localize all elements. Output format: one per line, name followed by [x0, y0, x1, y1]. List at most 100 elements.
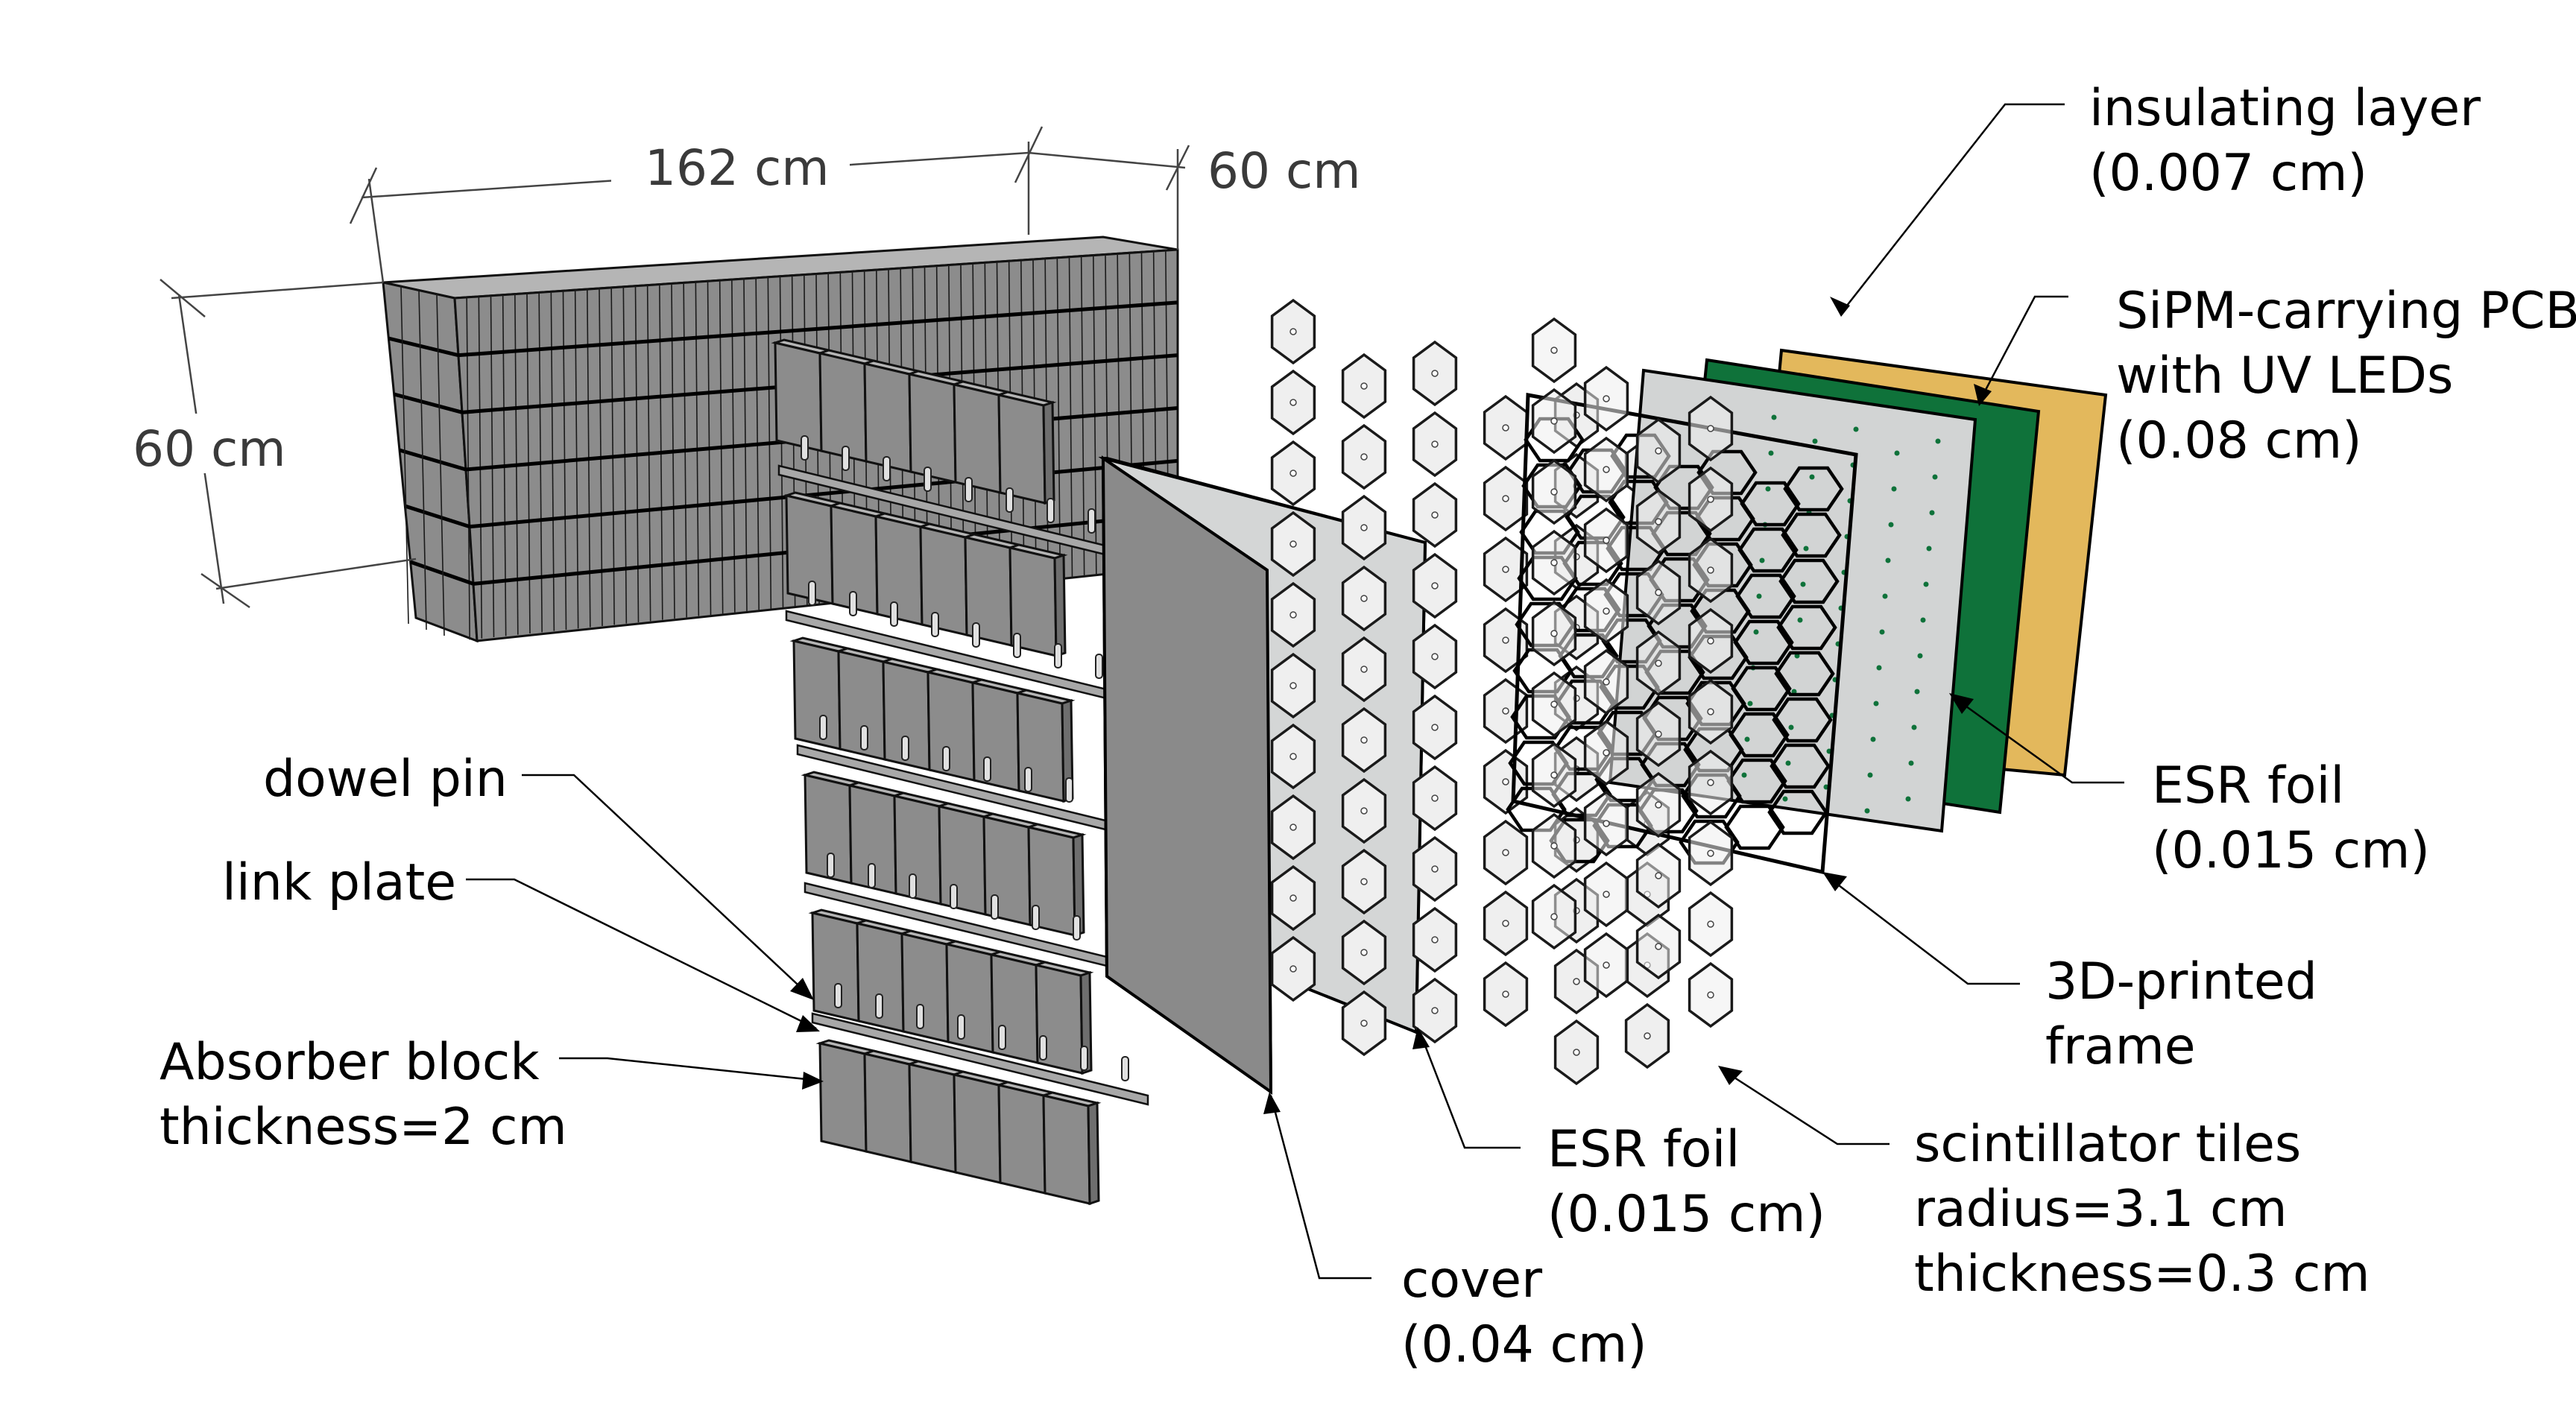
led-dot	[1923, 581, 1929, 587]
tile-hole	[1603, 607, 1610, 615]
absorber-block	[818, 352, 868, 463]
tile-hole	[1707, 566, 1714, 574]
leader-frame	[1825, 875, 2020, 985]
dowel-pin	[1065, 777, 1073, 803]
dowel-pin	[901, 736, 909, 761]
frame-cell	[1735, 573, 1796, 619]
leader-dowel-pin	[522, 774, 809, 996]
dim-label-bg	[611, 130, 850, 190]
led-dot	[1753, 629, 1759, 635]
led-dot	[1744, 736, 1750, 742]
label-esr-foil-front: ESR foil	[1547, 1120, 1740, 1179]
led-dot	[1914, 689, 1920, 695]
stack-row-line	[388, 336, 459, 358]
led-dot	[1882, 593, 1888, 599]
tile-hole	[1603, 537, 1610, 544]
led-dot	[1741, 772, 1747, 778]
arrow-icon	[1263, 1092, 1281, 1114]
tile-hole	[1289, 965, 1297, 973]
tile-hole	[1707, 991, 1714, 999]
dim-tick	[1165, 145, 1190, 191]
tile-hole	[1289, 470, 1297, 477]
led-dot	[1873, 701, 1879, 707]
dim-height-label: 60 cm	[133, 420, 286, 478]
frame-cell	[1737, 527, 1799, 573]
stack-column-line	[418, 289, 427, 630]
led-dot	[1809, 474, 1815, 480]
arrow-icon	[1412, 1027, 1430, 1049]
label-cover: cover	[1401, 1251, 1542, 1309]
tile-hole	[1431, 865, 1439, 873]
label-esr-foil-back: ESR foil	[2152, 756, 2344, 815]
dowel-pin	[1054, 643, 1062, 669]
led-dot	[1759, 557, 1765, 563]
dim-tick	[1014, 126, 1044, 183]
led-dot	[1747, 701, 1753, 707]
tile-hole	[1360, 1020, 1368, 1027]
led-dot	[1765, 486, 1771, 492]
stack-row-line	[469, 458, 1178, 529]
tile-hole	[1550, 701, 1558, 708]
dim-line-height-top	[171, 281, 384, 300]
dowel-pin	[868, 863, 876, 888]
tile-hole	[1289, 540, 1297, 548]
led-dot	[1870, 736, 1876, 742]
led-dot	[1782, 796, 1788, 802]
absorber-block	[908, 373, 957, 484]
tile-hole	[1655, 730, 1662, 738]
tile-hole	[1550, 347, 1558, 354]
frame-cell	[1696, 449, 1758, 496]
tile-hole	[1644, 1032, 1651, 1040]
frame-cell	[1778, 558, 1840, 604]
led-dot	[1867, 772, 1873, 778]
tile-hole	[1502, 990, 1509, 998]
absorber-block	[818, 1042, 868, 1153]
dowel-pin	[801, 435, 809, 461]
tile-hole	[1431, 653, 1439, 660]
tile-hole	[1707, 496, 1714, 503]
dowel-pin	[972, 622, 980, 648]
absorber-block	[926, 671, 976, 782]
tile-hole	[1707, 708, 1714, 715]
led-dot	[1797, 617, 1803, 623]
label-pcb-line1: SiPM-carrying PCB	[2116, 282, 2576, 341]
tile-hole	[1502, 920, 1509, 927]
tile-hole	[1431, 724, 1439, 731]
absorber-block	[971, 681, 1020, 792]
dowel-pin	[883, 456, 891, 481]
dowel-pin	[1073, 915, 1081, 941]
absorber-block	[1042, 1094, 1091, 1205]
tile-hole	[1502, 636, 1509, 644]
absorber-block	[792, 639, 842, 750]
leader-link-plate	[466, 878, 817, 1030]
dowel-pin	[1080, 1046, 1088, 1071]
led-dot	[1935, 438, 1941, 444]
tile-hole	[1289, 611, 1297, 619]
dowel-pin	[942, 746, 950, 771]
tile-hole	[1707, 637, 1714, 645]
absorber-block-side	[1053, 553, 1067, 658]
absorber-block	[945, 943, 994, 1054]
led-dot	[1812, 438, 1818, 444]
dimension-lines: 162 cm 60 cm 60 cm	[127, 126, 1361, 609]
dowel-pin	[834, 983, 842, 1008]
tile-hole	[1431, 936, 1439, 944]
tile-hole	[1655, 801, 1662, 809]
absorber-block	[908, 1063, 957, 1174]
dowel-pin	[827, 853, 835, 878]
tile-hole	[1550, 559, 1558, 566]
led-dot	[1853, 426, 1859, 432]
led-dot	[1756, 593, 1762, 599]
frame-cell	[1770, 743, 1831, 789]
frame-cell	[1733, 619, 1794, 666]
arrow-icon	[1949, 693, 1974, 714]
frame-cell	[1740, 481, 1801, 527]
dowel-pin	[998, 1025, 1006, 1050]
stack-column-line	[436, 293, 445, 636]
frame-cell	[1774, 651, 1835, 697]
dowel-pin	[1121, 1056, 1129, 1081]
dim-tick	[201, 572, 250, 609]
led-dot	[1894, 450, 1900, 456]
tile-hole	[1550, 771, 1558, 779]
leader-lines	[466, 103, 2124, 1280]
